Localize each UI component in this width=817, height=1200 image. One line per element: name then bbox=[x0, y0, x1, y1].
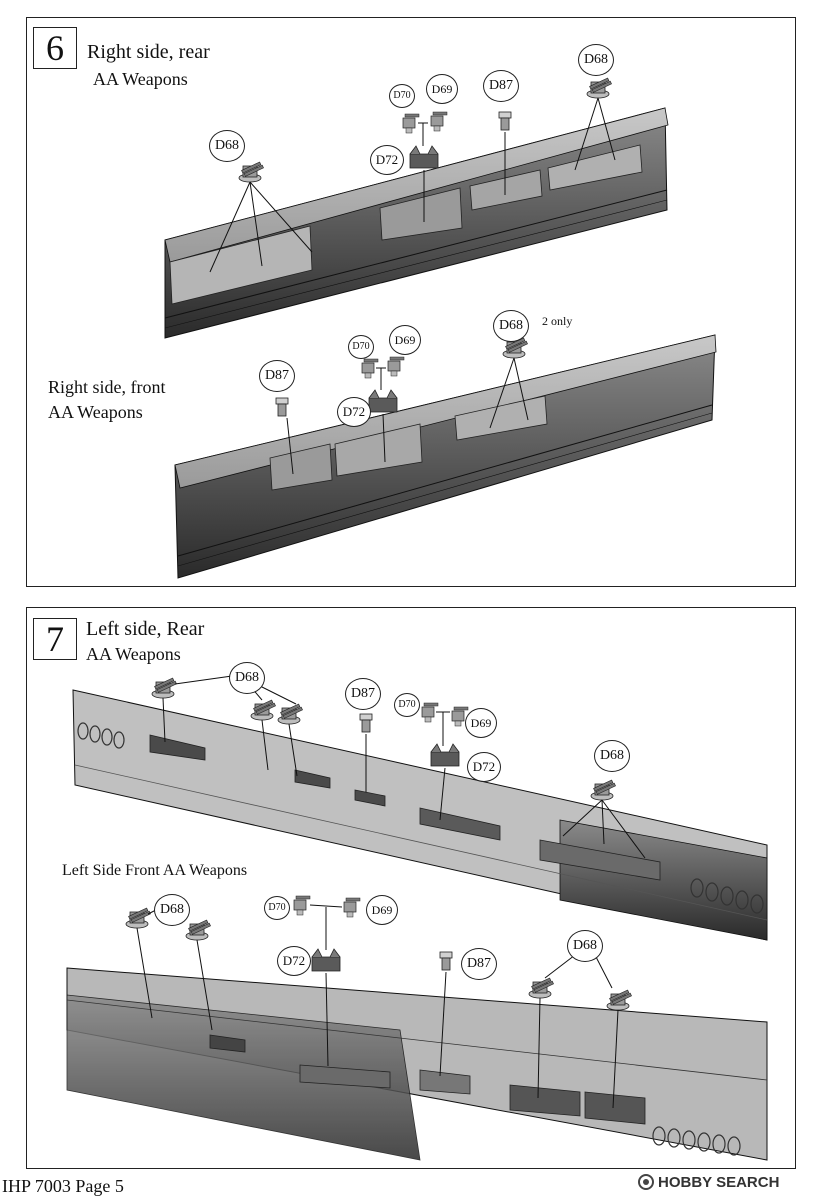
step7-number: 7 bbox=[33, 618, 77, 660]
callout-step6-rear-d68-b: D68 bbox=[578, 44, 614, 76]
step6-number: 6 bbox=[33, 27, 77, 69]
callout-step6-front-d87: D87 bbox=[259, 360, 295, 392]
callout-step6-front-d72: D72 bbox=[337, 397, 371, 427]
callout-step6-rear-d87: D87 bbox=[483, 70, 519, 102]
step7-portholes-rear bbox=[77, 722, 764, 914]
callout-step6-front-d68: D68 bbox=[493, 310, 529, 342]
callout-step7-rear-d68-b: D68 bbox=[594, 740, 630, 772]
callout-step7-rear-d72: D72 bbox=[467, 752, 501, 782]
callout-step6-rear-d68-a: D68 bbox=[209, 130, 245, 162]
hobby-search-logo-icon bbox=[638, 1174, 654, 1190]
step7-subtitle: AA Weapons bbox=[86, 644, 181, 664]
step6-subtitle: AA Weapons bbox=[93, 69, 188, 89]
callout-step7-front-d87: D87 bbox=[461, 948, 497, 980]
step7-portholes-front bbox=[652, 1126, 741, 1156]
callout-step7-front-d70: D70 bbox=[264, 896, 290, 920]
watermark-text: HOBBY SEARCH bbox=[658, 1173, 780, 1191]
callout-step7-rear-d87: D87 bbox=[345, 678, 381, 710]
step7-front-hull bbox=[66, 967, 768, 1161]
step6-front-title: Right side, front bbox=[48, 377, 166, 397]
step7-rear-hull bbox=[72, 689, 768, 941]
step7-title: Left side, Rear bbox=[86, 618, 205, 640]
step6-front-hull bbox=[174, 334, 717, 579]
watermark: HOBBY SEARCH bbox=[638, 1172, 814, 1192]
callout-step6-rear-d70: D70 bbox=[389, 84, 415, 108]
callout-step6-rear-d69: D69 bbox=[426, 74, 458, 104]
callout-step7-rear-d69: D69 bbox=[465, 708, 497, 738]
callout-step6-front-d69: D69 bbox=[389, 325, 421, 355]
callout-step7-front-d72: D72 bbox=[277, 946, 311, 976]
callout-step6-rear-d72: D72 bbox=[370, 145, 404, 175]
callout-step7-rear-d68-a: D68 bbox=[229, 662, 265, 694]
callout-step7-rear-d70: D70 bbox=[394, 693, 420, 717]
callout-step7-front-d69: D69 bbox=[366, 895, 398, 925]
step7-front-title: Left Side Front AA Weapons bbox=[62, 862, 248, 879]
callout-step7-front-d68-b: D68 bbox=[567, 930, 603, 962]
step6-rear-hull bbox=[164, 107, 669, 339]
callout-step7-front-d68-a: D68 bbox=[154, 894, 190, 926]
step6-front-subtitle: AA Weapons bbox=[48, 402, 143, 422]
step6-title: Right side, rear bbox=[87, 41, 210, 63]
page-footer: IHP 7003 Page 5 bbox=[2, 1176, 124, 1196]
callout-step6-front-d70: D70 bbox=[348, 335, 374, 359]
step6-note-2only: 2 only bbox=[542, 314, 573, 328]
